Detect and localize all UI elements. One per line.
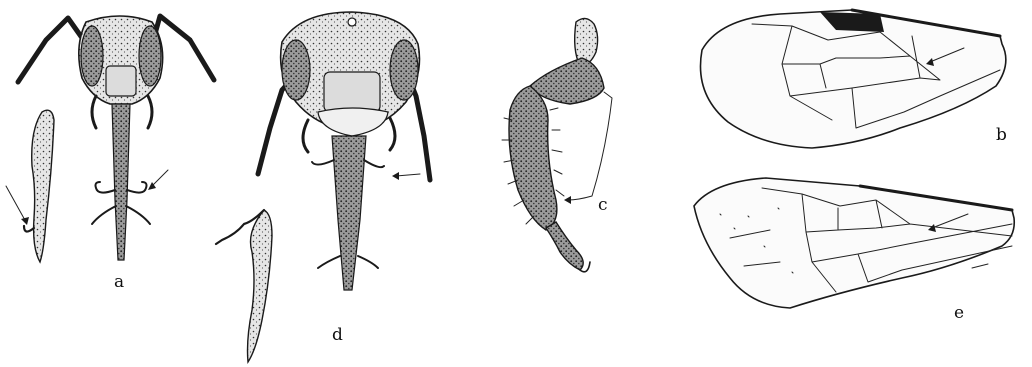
- panel-a-lower-left-palp: [92, 206, 116, 224]
- panel-c-arrow: [568, 92, 612, 200]
- panel-d-mandible-shape: [248, 210, 273, 362]
- panel-c-arrowhead: [564, 196, 571, 204]
- panel-a-left-palp: [96, 182, 116, 193]
- panel-a-lower-right-palp: [126, 206, 150, 224]
- panel-d-right-mandible: [390, 118, 395, 150]
- panel-label-b: b: [996, 125, 1007, 145]
- panel-a-right-palp: [127, 182, 147, 193]
- panel-c-tibia: [509, 86, 557, 230]
- panel-c-leg: [502, 18, 612, 271]
- panel-c-tarsus: [546, 222, 583, 270]
- panel-d-ocellus: [348, 18, 356, 26]
- panel-d-mandible-detail: [216, 210, 272, 362]
- panel-e-stroke-mark: [972, 264, 988, 268]
- panel-d-arrow: [396, 174, 420, 176]
- panel-a-mandible-arrowhead: [21, 217, 29, 225]
- panel-b-wing: [700, 10, 1005, 148]
- panel-a-mandible-arrow: [6, 186, 26, 222]
- panel-label-d: d: [332, 325, 343, 345]
- panel-e-wing: [694, 178, 1014, 308]
- panel-e-wing-outline: [694, 178, 1014, 308]
- panel-a-clypeus: [106, 66, 136, 96]
- panel-d-proboscis: [332, 136, 366, 290]
- panel-a-right-mandible: [148, 96, 152, 128]
- panel-a-proboscis: [112, 104, 130, 260]
- panel-a-left-eye: [81, 26, 103, 86]
- panel-d-head: [258, 12, 430, 290]
- panel-a-right-eye: [139, 26, 161, 86]
- panel-d-lower-left-palp: [318, 256, 340, 268]
- panel-d-left-mandible: [303, 120, 308, 152]
- panel-d-labrum: [318, 108, 388, 136]
- panel-a-mandible-tooth: [24, 226, 34, 232]
- panel-d-clypeus: [324, 72, 380, 112]
- panel-d-right-palp: [364, 160, 384, 167]
- panel-label-e: e: [954, 303, 964, 323]
- panel-d-left-palp: [312, 160, 334, 165]
- panel-label-a: a: [114, 272, 124, 292]
- panel-a-mandible-shape: [32, 110, 54, 262]
- panel-a-mandible-detail: [6, 110, 54, 262]
- panel-d-arrowhead: [392, 172, 399, 180]
- panel-d-lower-right-palp: [358, 256, 378, 268]
- panel-a-left-mandible: [92, 96, 96, 128]
- panel-d-right-eye: [390, 40, 418, 100]
- panel-d-left-eye: [282, 40, 310, 100]
- panel-label-c: c: [598, 195, 608, 215]
